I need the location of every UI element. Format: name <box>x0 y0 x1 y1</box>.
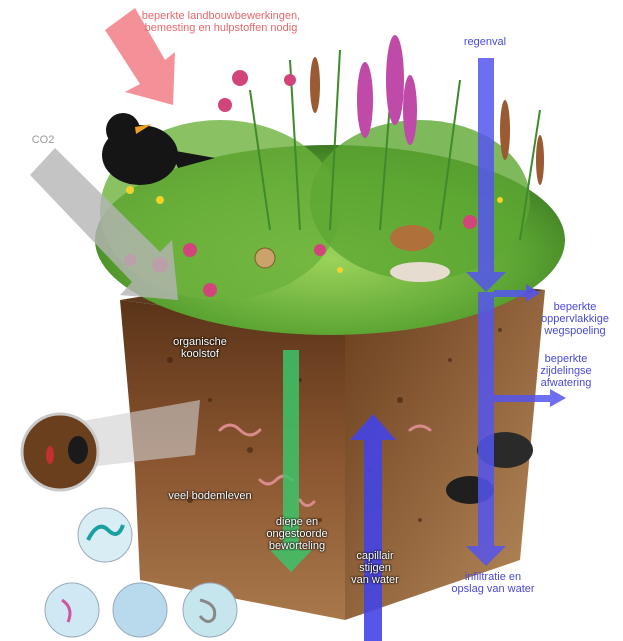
runoff-label: beperkte oppervlakkige wegspoeling <box>535 301 615 337</box>
infiltration-label: infiltratie en opslag van water <box>443 571 543 595</box>
soil-life-label: veel bodemleven <box>160 490 260 502</box>
capillary-label: capillair stijgen van water <box>335 550 415 586</box>
inputs-label: beperkte landbouwbewerkingen, bemesting … <box>126 10 316 34</box>
roots-label: diepe en ongestoorde beworteling <box>252 516 342 552</box>
drainage-label: beperkte zijdelingse afwatering <box>535 353 597 389</box>
co2-label: CO2 <box>28 134 58 146</box>
organic-carbon-label: organische koolstof <box>160 336 240 360</box>
rain-label: regenval <box>455 36 515 48</box>
snail <box>255 248 275 268</box>
mouse <box>390 225 434 251</box>
